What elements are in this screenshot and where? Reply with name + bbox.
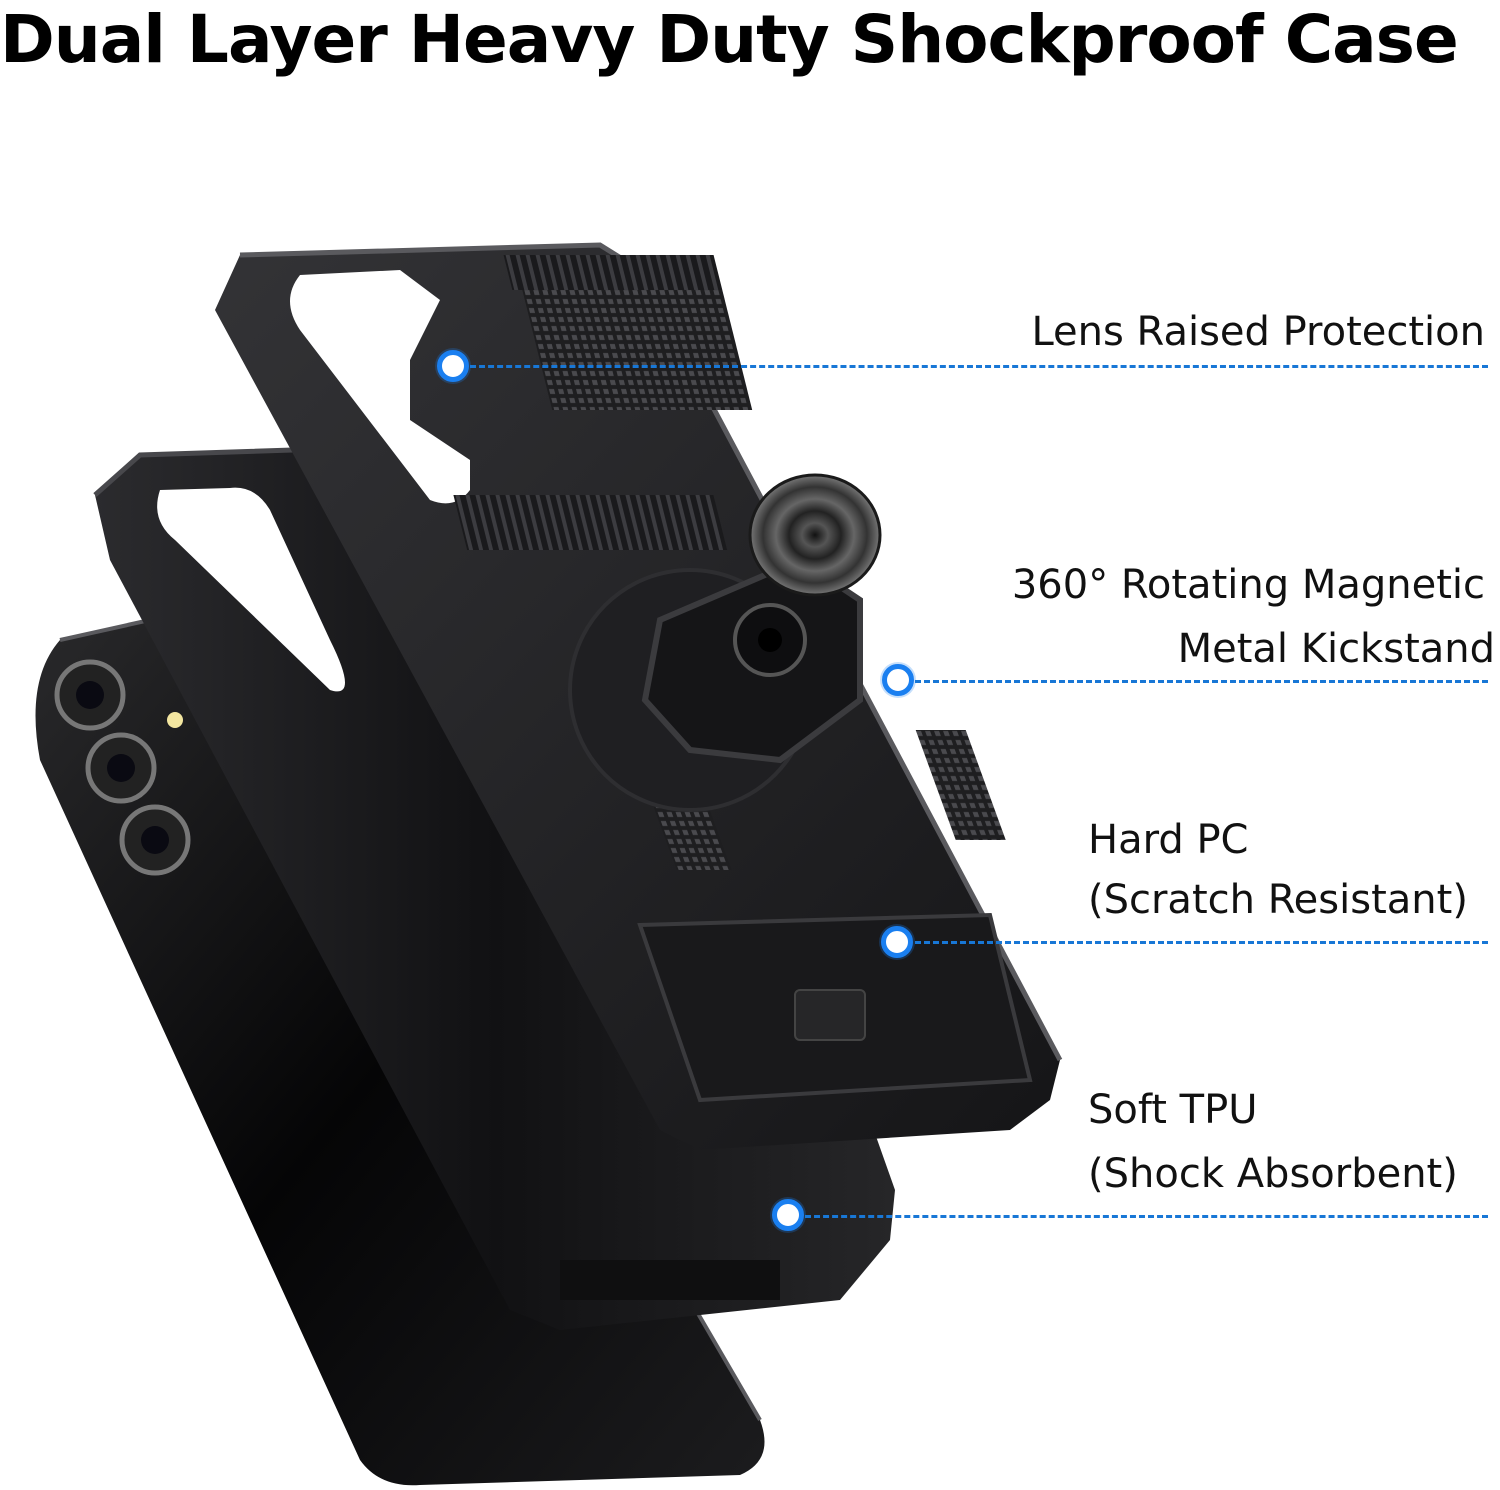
callout-lens-dot xyxy=(437,350,469,382)
callout-kickstand-line2: Metal Kickstand xyxy=(1177,626,1495,672)
callout-hard-pc-line xyxy=(915,941,1488,944)
callout-hard-pc-line1: Hard PC xyxy=(1088,817,1249,863)
callout-soft-tpu-dot xyxy=(772,1199,804,1231)
callout-lens-text: Lens Raised Protection xyxy=(1031,309,1485,355)
callout-soft-tpu-line2: (Shock Absorbent) xyxy=(1088,1151,1458,1197)
callout-hard-pc-dot xyxy=(881,926,913,958)
callout-soft-tpu-line1: Soft TPU xyxy=(1088,1087,1258,1133)
callout-soft-tpu-line xyxy=(805,1215,1488,1218)
callout-kickstand-line xyxy=(915,680,1488,683)
card-slot-illustration xyxy=(794,989,866,1041)
ring-kickstand-illustration xyxy=(641,473,882,764)
headline: Dual Layer Heavy Duty Shockproof Case xyxy=(0,1,1459,78)
callout-kickstand-line1: 360° Rotating Magnetic xyxy=(1011,562,1485,608)
callout-kickstand-dot xyxy=(882,664,914,696)
callout-hard-pc-line2: (Scratch Resistant) xyxy=(1088,877,1468,923)
callout-lens-line xyxy=(470,365,1488,368)
